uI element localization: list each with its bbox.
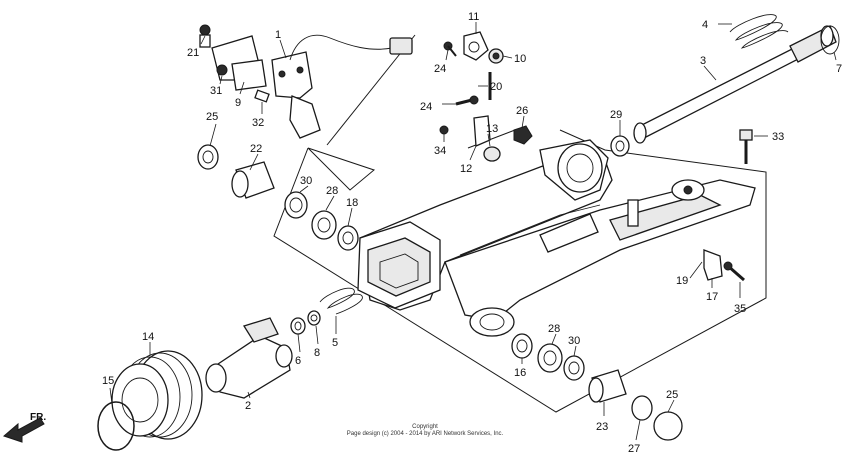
part-label-9: 9 [235, 97, 241, 109]
front-label: FR. [30, 412, 46, 423]
part-label-26: 26 [516, 105, 528, 117]
part-label-24-mid: 24 [420, 101, 432, 113]
part-label-30-right: 30 [568, 335, 580, 347]
part-label-18: 18 [346, 197, 358, 209]
part-label-2: 2 [245, 400, 251, 412]
part-label-21: 21 [187, 47, 199, 59]
bolt-33 [739, 129, 753, 164]
part-label-3: 3 [700, 55, 706, 67]
part-label-12: 12 [460, 163, 472, 175]
part-label-19: 19 [676, 275, 688, 287]
part-label-25-left: 25 [206, 111, 218, 123]
switch-bracket [271, 34, 413, 139]
part-label-13: 13 [486, 123, 498, 135]
clip-ring [820, 25, 840, 55]
part-label-30-left: 30 [300, 175, 312, 187]
left-pivot-parts [197, 144, 359, 251]
part-label-14: 14 [142, 331, 154, 343]
part-label-8: 8 [314, 347, 320, 359]
part-label-32: 32 [252, 117, 264, 129]
part-label-4: 4 [702, 19, 708, 31]
part-label-22: 22 [250, 143, 262, 155]
part-label-35: 35 [734, 303, 746, 315]
part-label-20: 20 [490, 81, 502, 93]
part-label-28-left: 28 [326, 185, 338, 197]
leader-lines [109, 22, 837, 441]
part-label-1: 1 [275, 29, 281, 41]
part-label-25-right: 25 [666, 389, 678, 401]
part-label-23: 23 [596, 421, 608, 433]
oil-seal [610, 135, 630, 157]
part-label-11: 11 [468, 11, 479, 23]
part-label-27: 27 [628, 443, 640, 455]
part-label-6: 6 [295, 355, 301, 367]
rubber-boot [111, 350, 203, 440]
part-label-7: 7 [836, 63, 842, 75]
part-label-33: 33 [772, 131, 784, 143]
part-label-17: 17 [706, 291, 718, 303]
small-bracket-group [199, 24, 270, 103]
part-label-15: 15 [102, 375, 114, 387]
part-label-24-top: 24 [434, 63, 446, 75]
part-labels: 1 2 3 4 5 6 7 8 9 10 11 12 13 14 15 16 1… [102, 11, 842, 455]
top-hardware [439, 31, 533, 162]
copyright-title: Copyright [412, 424, 438, 430]
part-label-16: 16 [514, 367, 526, 379]
part-label-5: 5 [332, 337, 338, 349]
swing-arm [357, 139, 756, 337]
part-label-34: 34 [434, 145, 446, 157]
shaft-spring [729, 14, 789, 49]
part-label-31: 31 [210, 85, 222, 97]
clamp-17 [703, 249, 723, 281]
drive-shaft [633, 25, 837, 144]
copyright-notice: Page design (c) 2004 - 2014 by ARI Netwo… [346, 431, 504, 437]
front-arrow-icon [3, 417, 45, 443]
bolt-35 [723, 261, 745, 282]
part-label-29: 29 [610, 109, 622, 121]
right-pivot-parts [511, 333, 683, 441]
universal-joint [205, 317, 293, 399]
boot-band [97, 401, 135, 451]
small-spring-5 [319, 287, 363, 315]
part-label-28-right: 28 [548, 323, 560, 335]
washers [290, 310, 321, 335]
part-label-10: 10 [514, 53, 526, 65]
